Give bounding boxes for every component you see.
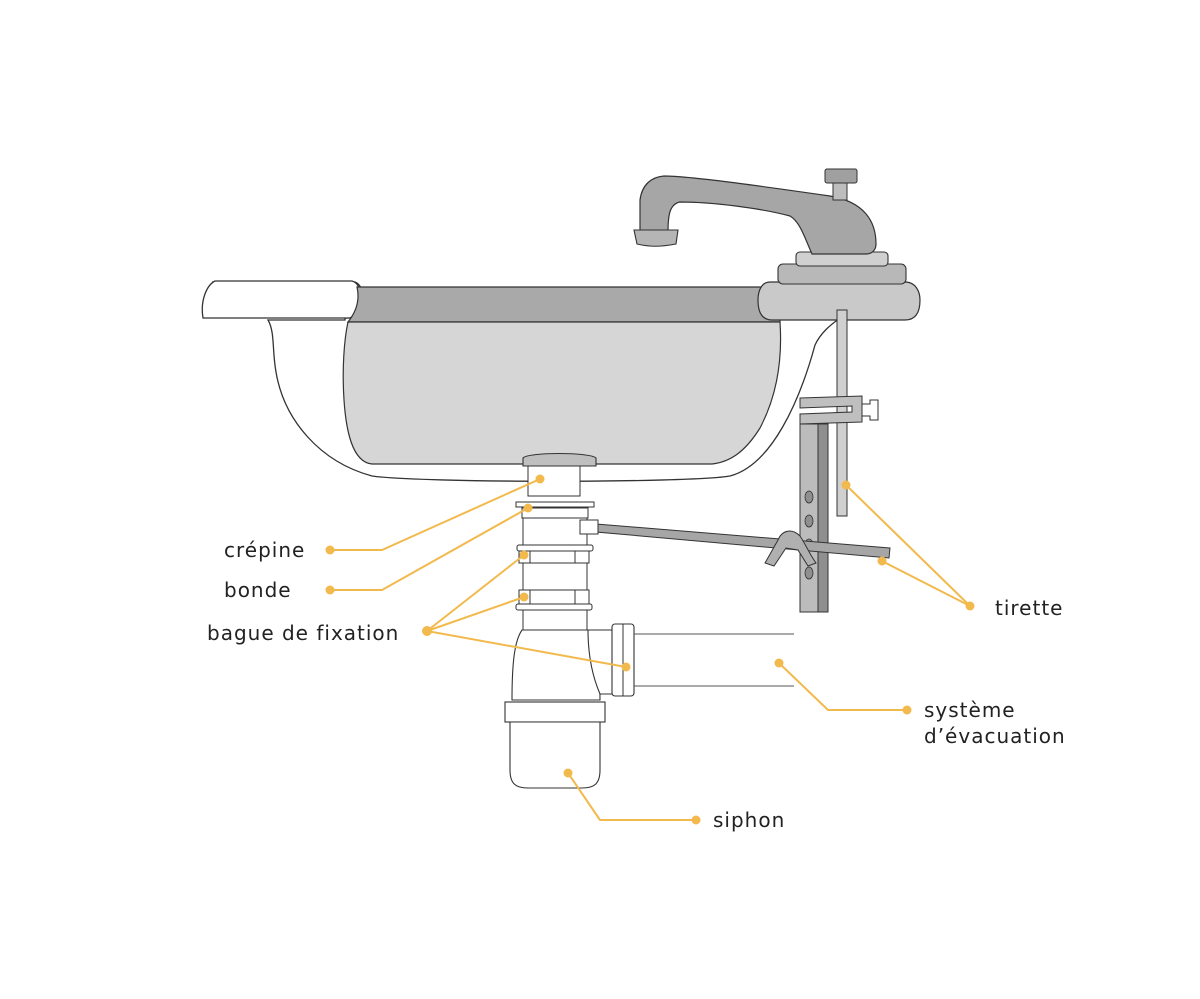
tirette-assembly <box>595 309 891 613</box>
siphon-collar <box>504 701 606 723</box>
leader-dot <box>691 815 701 825</box>
clamp-screw <box>861 399 879 421</box>
siphon-cup <box>509 721 601 789</box>
tirette-clamp <box>799 395 863 425</box>
siphon-upper <box>511 629 601 701</box>
label-bonde: bonde <box>224 578 292 602</box>
faucet-aerator <box>633 229 679 247</box>
label-systeme-line2: d’évacuation <box>924 724 1066 748</box>
clevis-strap-side <box>817 423 829 613</box>
drain-tailpiece <box>522 517 588 631</box>
popup-knob-stem <box>832 181 848 201</box>
faucet-deck <box>757 281 921 321</box>
leader-bague-1 <box>426 554 525 632</box>
label-systeme-line1: système <box>924 698 1016 722</box>
clevis-hole <box>804 490 814 504</box>
basin-left-lip <box>201 280 362 319</box>
label-crepine: crépine <box>224 538 305 562</box>
leader-crepine <box>330 478 541 551</box>
leader-bague-2 <box>426 596 525 632</box>
evacuation-pipe <box>634 633 794 687</box>
faucet-base-ring <box>777 263 907 285</box>
pivot-socket <box>579 519 599 535</box>
leader-dot <box>519 592 529 602</box>
basin-bowl <box>342 321 782 465</box>
label-bague-de-fixation: bague de fixation <box>207 621 399 645</box>
leader-dot <box>325 545 335 555</box>
pivot-rod <box>595 523 891 559</box>
leader-systeme <box>778 662 907 711</box>
drain-assembly <box>515 453 599 631</box>
leader-dots <box>325 474 975 825</box>
leader-dot <box>965 601 975 611</box>
leader-dot <box>523 503 533 513</box>
drain-flange <box>515 501 595 508</box>
basin-rim <box>346 286 781 323</box>
leader-dot <box>841 480 851 490</box>
fixing-ring-1 <box>516 544 594 552</box>
faucet-spout <box>639 175 877 255</box>
fixing-ring-1-body <box>518 550 590 564</box>
leader-dot <box>621 662 631 672</box>
leader-dot <box>325 585 335 595</box>
fixing-ring-2-washer <box>515 603 593 611</box>
leader-dot <box>519 550 529 560</box>
leader-siphon <box>567 772 696 821</box>
leader-bague-3 <box>426 630 627 668</box>
leader-lines <box>330 478 971 821</box>
popup-knob <box>824 168 858 184</box>
faucet <box>633 168 921 321</box>
clevis-hole <box>804 566 814 580</box>
strainer-cap <box>522 453 597 467</box>
sink-basin <box>201 280 842 482</box>
leader-dot <box>902 705 912 715</box>
label-tirette: tirette <box>995 596 1063 620</box>
leader-dot <box>563 768 573 778</box>
leader-dot <box>877 556 887 566</box>
leader-dot <box>535 474 545 484</box>
label-siphon: siphon <box>713 808 785 832</box>
leader-dot <box>774 658 784 668</box>
leader-tirette-1 <box>845 484 971 607</box>
spring-clip <box>764 530 817 567</box>
clevis-hole <box>804 514 814 528</box>
leader-bonde <box>330 507 529 591</box>
leader-tirette-2 <box>881 560 971 607</box>
labels: crépine bonde bague de fixation tirette … <box>207 538 1066 832</box>
leader-dot <box>422 626 432 636</box>
